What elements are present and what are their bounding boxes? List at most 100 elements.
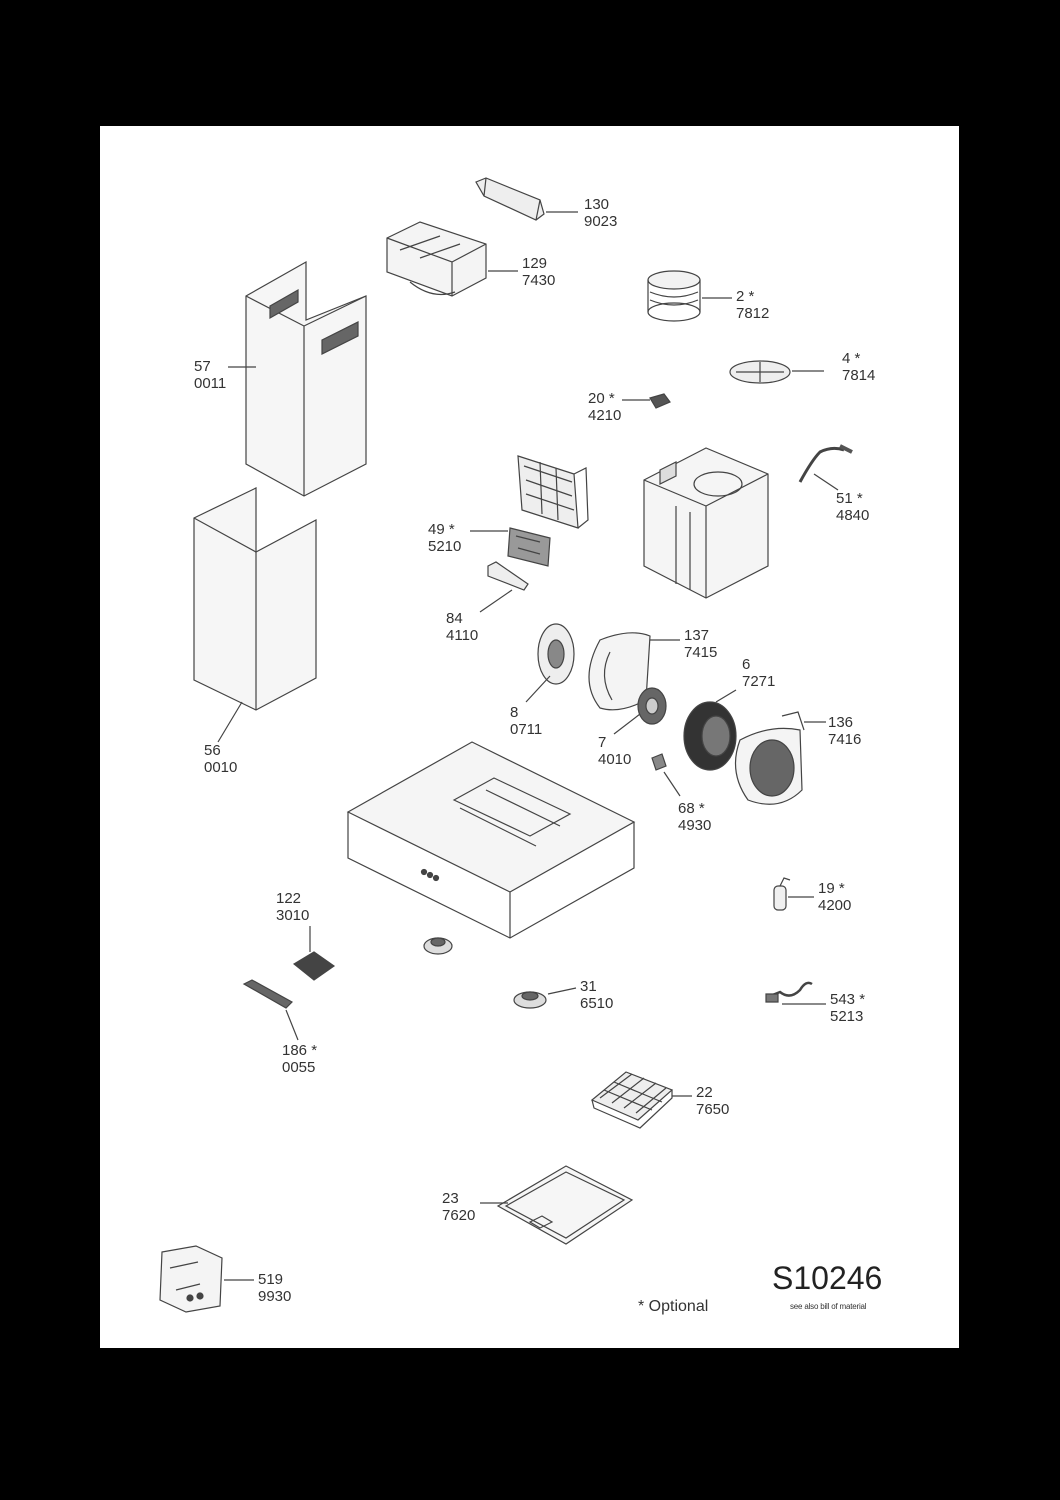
callout-20: 20 *4210 [588,390,621,424]
ref-137: 137 [684,627,710,644]
callout-51: 51 *4840 [836,490,869,524]
part-519-fittings-bag [160,1246,222,1312]
part-7-motor [638,688,666,724]
callout-543: 543 *5213 [830,991,865,1025]
lamp-holder [424,938,452,954]
part-19-capacitor [774,878,790,910]
ref-2: 2 * [736,288,755,305]
code-136: 7416 [828,731,862,748]
code-130: 9023 [584,213,618,230]
ref-51: 51 * [836,490,863,507]
ref-136: 136 [828,714,854,731]
leader-6 [716,690,736,702]
part-543-cable [766,983,812,1002]
code-6: 7271 [742,673,776,690]
code-19: 4200 [818,897,852,914]
leader-51 [814,474,838,490]
ref-19: 19 * [818,880,845,897]
part-129-adapter [387,222,486,296]
part-56-lower-chimney [194,488,316,710]
ref-543: 543 * [830,991,866,1008]
diagram-code: S10246 [772,1260,883,1296]
code-84: 4110 [446,627,479,644]
code-186: 0055 [282,1059,316,1076]
ref-31: 31 [580,978,597,995]
code-23: 7620 [442,1207,476,1224]
leader-8 [526,676,550,702]
part-31-lamp [514,992,546,1008]
leader-68 [664,772,680,796]
code-68: 4930 [678,817,712,834]
callout-49: 49 *5210 [428,521,461,555]
code-22: 7650 [696,1101,730,1118]
code-2: 7812 [736,305,770,322]
hood-canopy [348,742,634,938]
code-519: 9930 [258,1288,292,1305]
leader-7 [614,714,640,734]
ref-4: 4 * [842,350,861,367]
code-49: 5210 [428,538,462,555]
optional-note: * Optional [638,1298,709,1315]
leader-84 [480,590,512,612]
code-543: 5213 [830,1008,864,1025]
code-8: 0711 [510,721,543,738]
ref-84: 84 [446,610,463,627]
part-57-upper-chimney [246,262,366,496]
code-31: 6510 [580,995,614,1012]
code-4: 7814 [842,367,876,384]
callout-186: 186 *0055 [282,1042,317,1076]
part-6-impeller [684,702,736,770]
ref-68: 68 * [678,800,705,817]
ref-22: 22 [696,1084,713,1101]
see-also-note: see also bill of material [790,1302,867,1311]
callout-2: 2 *7812 [736,288,769,322]
leader-31 [548,988,576,994]
part-20-small-component [650,394,670,408]
part-51-cable [800,446,852,482]
code-51: 4840 [836,507,870,524]
ref-519: 519 [258,1271,284,1288]
part-84-bracket [488,562,528,590]
part-23-grease-filter [498,1166,632,1244]
ref-186: 186 * [282,1042,318,1059]
ref-49: 49 * [428,521,455,538]
leader-186 [286,1010,298,1040]
ref-6: 6 [742,656,751,673]
part-130-bracket [476,178,544,220]
ref-23: 23 [442,1190,459,1207]
part-136-scroll-half [736,712,805,804]
code-122: 3010 [276,907,310,924]
part-22-carbon-filter [592,1072,672,1128]
code-56: 0010 [204,759,238,776]
ref-129: 129 [522,255,548,272]
ref-57: 57 [194,358,211,375]
diagram-sheet [100,126,959,1348]
code-129: 7430 [522,272,556,289]
part-4-disc [730,361,790,383]
part-122-switch [294,952,334,980]
ref-56: 56 [204,742,221,759]
part-68-small-component [652,754,666,770]
part-186-led-strip [244,980,292,1008]
part-137-scroll-half [589,633,650,710]
part-49-control-board [508,528,550,566]
ref-8: 8 [510,704,519,721]
code-20: 4210 [588,407,622,424]
code-137: 7415 [684,644,718,661]
